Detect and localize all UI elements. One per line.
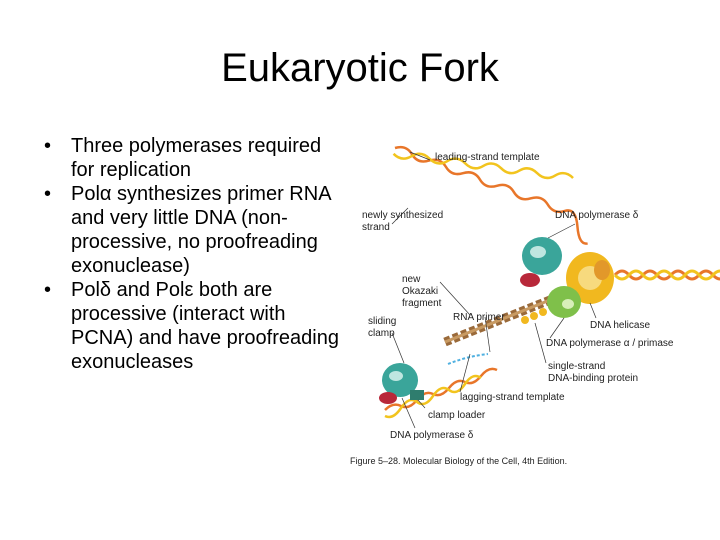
label-dna-binding-protein: DNA-binding protein xyxy=(548,373,638,384)
label-dna-helicase: DNA helicase xyxy=(590,320,650,331)
dna-polymerase-delta-top xyxy=(520,237,562,287)
bullet-list: • Three polymerases required for replica… xyxy=(44,134,344,374)
label-newly-synthesized: newly synthesized xyxy=(362,210,443,221)
greek-alpha: α xyxy=(99,183,112,205)
rna-primer-strand xyxy=(447,353,489,365)
bullet-text: both are processive (interact with PCNA)… xyxy=(71,279,339,373)
replication-fork-figure: leading-strand template newly synthesize… xyxy=(350,145,720,466)
label-dna-polymerase-alpha-primase: DNA polymerase α / primase xyxy=(546,338,674,349)
figure-caption: Figure 5–28. Molecular Biology of the Ce… xyxy=(350,456,567,466)
bullet-item: • Three polymerases required for replica… xyxy=(44,134,344,182)
label-clamp-loader: clamp loader xyxy=(428,410,486,421)
label-new: new xyxy=(402,274,421,285)
bullet-glyph: • xyxy=(44,135,52,157)
label-okazaki: Okazaki xyxy=(402,286,438,297)
bullet-text-pol: Pol xyxy=(71,279,100,301)
bullet-text-pol: and Pol xyxy=(111,279,185,301)
leading-strand-dna xyxy=(392,145,588,245)
label-leading-strand-template: leading-strand template xyxy=(435,152,540,163)
bullet-glyph: • xyxy=(44,279,52,301)
bullet-text-pol: Pol xyxy=(71,183,100,205)
slide-title: Eukaryotic Fork xyxy=(221,46,499,90)
single-strand-binding-proteins xyxy=(521,308,547,324)
label-newly-synthesized-strand: strand xyxy=(362,222,390,233)
dna-polymerase-delta-bottom xyxy=(379,363,424,404)
bullet-text: Three polymerases required for replicati… xyxy=(71,135,322,181)
label-sliding: sliding xyxy=(368,316,396,327)
parental-dna-duplex xyxy=(613,269,720,281)
label-lagging-strand-template: lagging-strand template xyxy=(460,392,565,403)
label-single-strand: single-strand xyxy=(548,361,605,372)
label-leader-lines xyxy=(391,151,597,429)
greek-delta: δ xyxy=(99,279,112,301)
dna-helicase xyxy=(566,252,614,304)
dna-polymerase-alpha-primase xyxy=(547,286,581,318)
bullet-glyph: • xyxy=(44,183,52,205)
greek-epsilon: ε xyxy=(184,279,194,301)
bullet-item: • Polδ and Polε both are processive (int… xyxy=(44,278,344,374)
label-clamp: clamp xyxy=(368,328,395,339)
lagging-strand-dna xyxy=(384,353,498,419)
label-fragment: fragment xyxy=(402,298,442,309)
bullet-text: synthesizes primer RNA and very little D… xyxy=(71,183,331,277)
label-rna-primer: RNA primer xyxy=(453,312,505,323)
label-dna-polymerase-delta-top: DNA polymerase δ xyxy=(555,210,639,221)
label-dna-polymerase-delta-bottom: DNA polymerase δ xyxy=(390,430,474,441)
bullet-item: • Polα synthesizes primer RNA and very l… xyxy=(44,182,344,278)
